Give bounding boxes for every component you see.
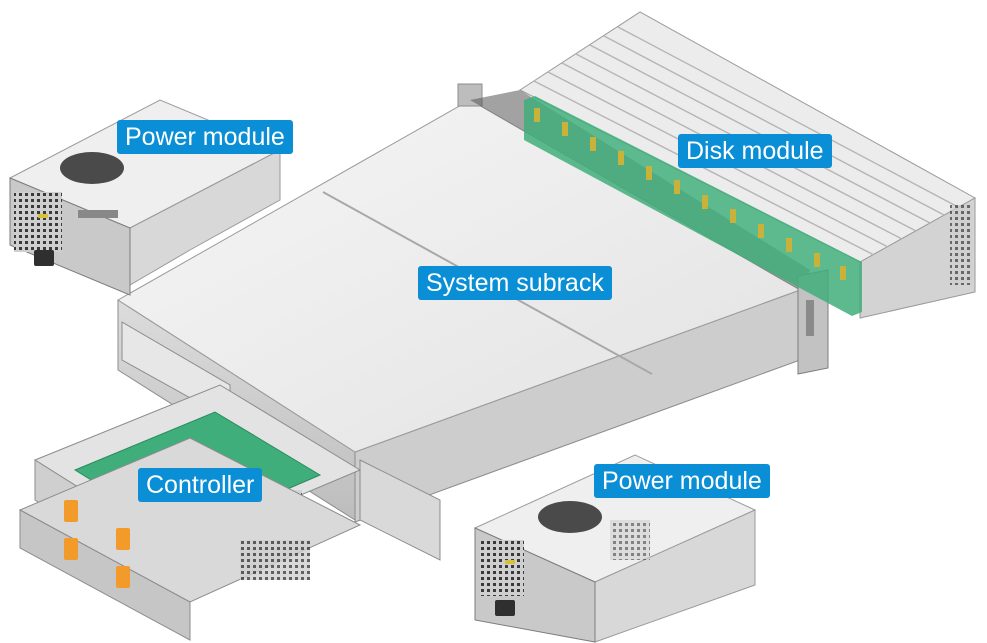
power-module-label-top: Power module: [117, 120, 293, 154]
controller-label: Controller: [138, 468, 263, 502]
controller-latches: [64, 500, 130, 588]
psu-top-handle: [78, 210, 118, 218]
mounting-ear-slot: [806, 300, 814, 336]
controller-lower-ports: [240, 540, 310, 580]
psu-top-inlet: [34, 250, 54, 266]
psu-bottom-fan: [538, 501, 602, 533]
disk-backplane-strip: [524, 96, 862, 316]
power-module-label-bottom: Power module: [594, 464, 770, 498]
psu-bottom-inlet: [495, 600, 515, 616]
disk-module-label: Disk module: [678, 134, 832, 168]
controller-assembly: [18, 384, 362, 641]
psu-top-fan: [60, 152, 124, 184]
psu-bottom-vent: [480, 540, 524, 596]
power-module-top: [8, 99, 282, 296]
psu-bottom-side-vent: [610, 520, 650, 560]
disk-front-grille: [950, 205, 972, 285]
controller-lower-front: [19, 509, 191, 641]
psu-top-vent: [14, 192, 62, 252]
disk-connectors: [534, 108, 846, 280]
psu-top-led: [38, 214, 48, 218]
psu-bottom-led: [505, 560, 515, 564]
subrack-lower-bay: [359, 459, 441, 561]
system-subrack-label: System subrack: [418, 266, 612, 300]
